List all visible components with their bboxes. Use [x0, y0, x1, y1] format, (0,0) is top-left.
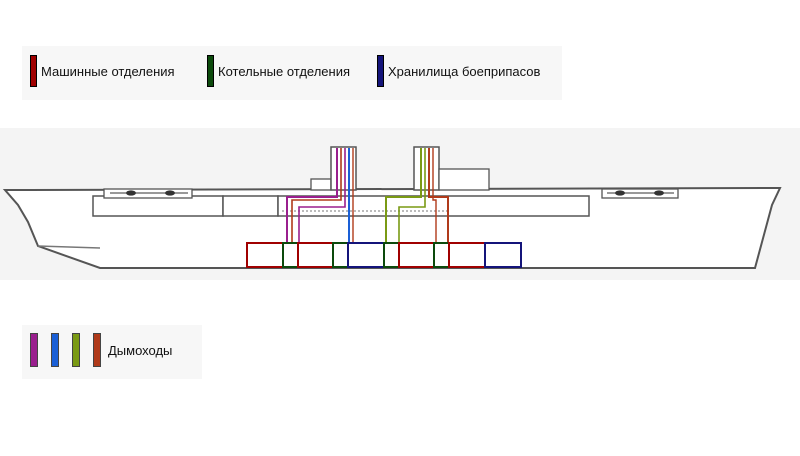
boiler-room-swatch: [207, 55, 214, 87]
boiler-room-label: Котельные отделения: [218, 63, 350, 79]
upper-deck-block-mid: [222, 195, 279, 217]
funnel-fore: [330, 146, 357, 191]
flue-swatch-green: [72, 333, 80, 367]
legend-engine-rooms: Машинные отделения: [30, 54, 175, 88]
aft-superstructure: [438, 168, 490, 191]
flue-pipe-purple-fore: [286, 148, 338, 243]
funnel-aft: [413, 146, 440, 191]
compartment-magazine-10: [484, 242, 522, 268]
flue-pipe-green-aft: [385, 148, 422, 243]
legend-top-panel: [22, 46, 562, 100]
engine-room-label: Машинные отделения: [41, 63, 175, 79]
magazine-label: Хранилища боеприпасов: [388, 63, 541, 79]
bridge-small: [310, 178, 332, 191]
compartment-row: [246, 242, 522, 268]
flue-swatch-purple: [30, 333, 38, 367]
flue-pipe-orange-aft: [432, 148, 437, 243]
flue-swatch-blue: [51, 333, 59, 367]
flue-pipe-purple-fore-2: [298, 148, 346, 243]
legend-boiler-rooms: Котельные отделения: [207, 54, 350, 88]
hull-sheer-line: [37, 245, 101, 249]
flue-pipe-green-aft-2: [398, 148, 426, 243]
flue-swatch-red: [93, 333, 101, 367]
legend-magazines: Хранилища боеприпасов: [377, 54, 540, 88]
magazine-swatch: [377, 55, 384, 87]
engine-room-swatch: [30, 55, 37, 87]
flue-pipe-red-fore: [291, 148, 342, 243]
legend-flues: Дымоходы: [30, 332, 172, 368]
upper-deck-block-fore: [92, 195, 224, 217]
flue-pipe-red-aft: [428, 148, 449, 243]
flues-label: Дымоходы: [108, 342, 173, 358]
